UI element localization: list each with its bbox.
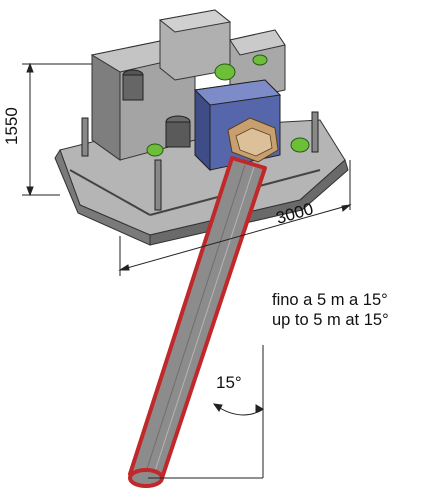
width-dimension bbox=[118, 160, 352, 276]
note-english: up to 5 m at 15° bbox=[272, 311, 389, 329]
height-dimension bbox=[22, 62, 96, 197]
note-italian: fino a 5 m a 15° bbox=[272, 291, 388, 309]
angle-label: 15° bbox=[216, 373, 242, 392]
machine-body bbox=[54, 9, 349, 246]
angle-indicator bbox=[148, 345, 265, 479]
height-label: 1550 bbox=[2, 107, 21, 145]
